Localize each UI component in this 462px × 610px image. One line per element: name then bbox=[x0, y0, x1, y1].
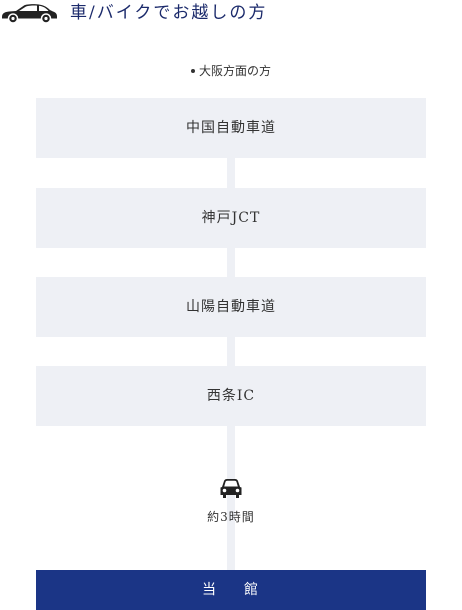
car-side-icon bbox=[2, 4, 57, 24]
page-title: 車/バイクでお越しの方 bbox=[70, 3, 268, 23]
route-connector-line bbox=[227, 156, 235, 571]
travel-time-block: 約3時間 bbox=[0, 478, 462, 525]
travel-time-text: 約3時間 bbox=[207, 510, 255, 524]
bullet-icon bbox=[190, 68, 195, 73]
direction-label: 大阪方面の方 bbox=[0, 62, 462, 80]
route-step-saijo-ic: 西条IC bbox=[36, 366, 426, 426]
destination-char-1: 当 bbox=[202, 582, 218, 598]
destination-char-2: 館 bbox=[244, 582, 260, 598]
section-header: 車/バイクでお越しの方 bbox=[0, 0, 462, 28]
destination-hotel: 当館 bbox=[36, 570, 426, 610]
route-step-chugoku-expressway: 中国自動車道 bbox=[36, 98, 426, 158]
route-step-sanyo-expressway: 山陽自動車道 bbox=[36, 277, 426, 337]
direction-text: 大阪方面の方 bbox=[198, 64, 271, 78]
route-step-kobe-jct: 神戸JCT bbox=[36, 188, 426, 248]
car-front-icon bbox=[220, 479, 242, 498]
